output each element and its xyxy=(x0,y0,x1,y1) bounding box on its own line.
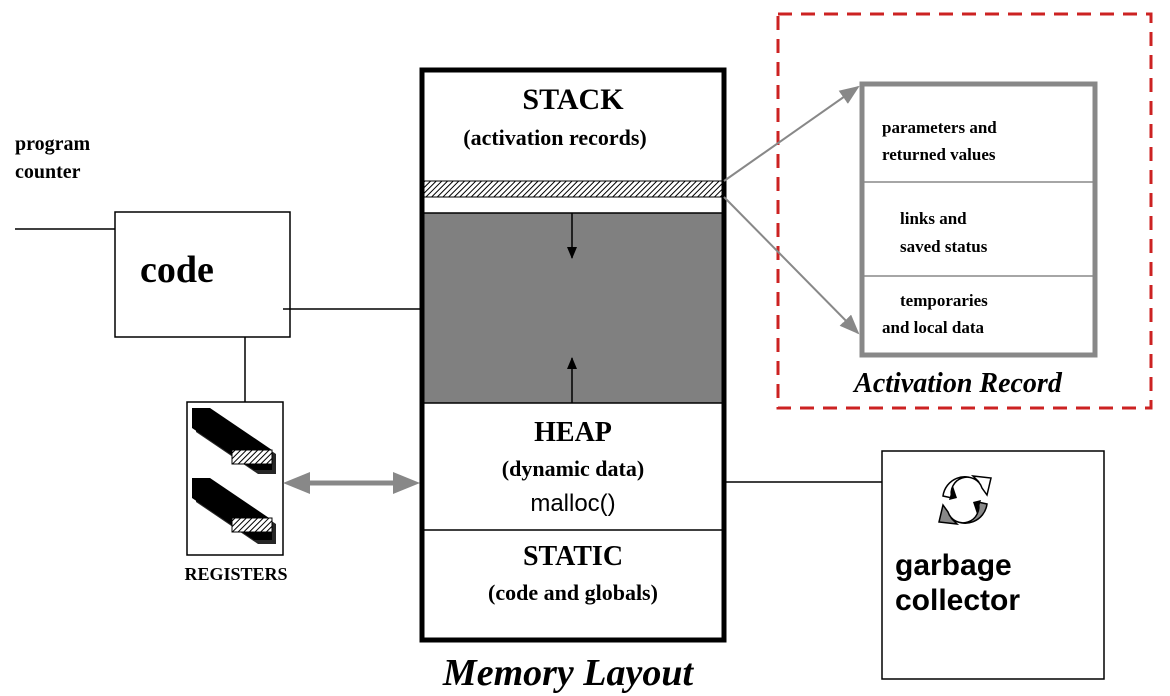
garbage-collector-box xyxy=(881,450,1105,680)
zoom-arrow-bottom xyxy=(723,196,860,335)
activation-record-border xyxy=(776,12,1153,410)
code-label: code xyxy=(140,249,214,291)
activation-record-caption: Activation Record xyxy=(852,368,1063,399)
memory-outline xyxy=(419,67,727,643)
register-chip-icon xyxy=(192,478,276,544)
ar-section-2-line-1: links and xyxy=(900,209,967,228)
stack-subtitle: (activation records) xyxy=(463,125,647,150)
memory-caption: Memory Layout xyxy=(442,652,695,694)
recycle-icon xyxy=(938,475,992,525)
ar-section-3-line-1: temporaries xyxy=(900,291,988,310)
program-counter-line-1: program xyxy=(15,133,91,155)
memory-column: STACK (activation records) HEAP (dynamic… xyxy=(419,67,727,694)
register-chip-icon xyxy=(192,408,276,474)
code-box xyxy=(114,211,291,338)
heap-title: HEAP xyxy=(534,417,612,448)
stack-free-area xyxy=(422,213,724,403)
registers-label: REGISTERS xyxy=(184,564,287,584)
garbage-collector: garbage collector xyxy=(881,450,1105,680)
gc-line-1: garbage xyxy=(895,549,1012,582)
program-counter-line-2: counter xyxy=(15,161,81,183)
heap-subtitle: (dynamic data) xyxy=(502,456,644,481)
ar-section-1-line-1: parameters and xyxy=(882,118,997,137)
activation-record: parameters and returned values links and… xyxy=(723,12,1153,410)
stack-frame-hatched xyxy=(421,180,725,198)
ar-section-2-line-2: saved status xyxy=(900,237,988,256)
registers-memory-arrow xyxy=(283,472,420,494)
ar-section-3-line-2: and local data xyxy=(882,318,985,337)
zoom-arrow-top xyxy=(723,85,860,182)
ar-section-1-line-2: returned values xyxy=(882,145,996,164)
static-title: STATIC xyxy=(523,541,623,572)
stack-title: STACK xyxy=(522,83,624,116)
code-block: code xyxy=(114,211,422,402)
static-subtitle: (code and globals) xyxy=(488,580,658,605)
gc-line-2: collector xyxy=(895,584,1020,617)
heap-call: malloc() xyxy=(530,490,615,517)
registers: REGISTERS xyxy=(184,401,288,584)
activation-record-frame xyxy=(859,81,1098,358)
